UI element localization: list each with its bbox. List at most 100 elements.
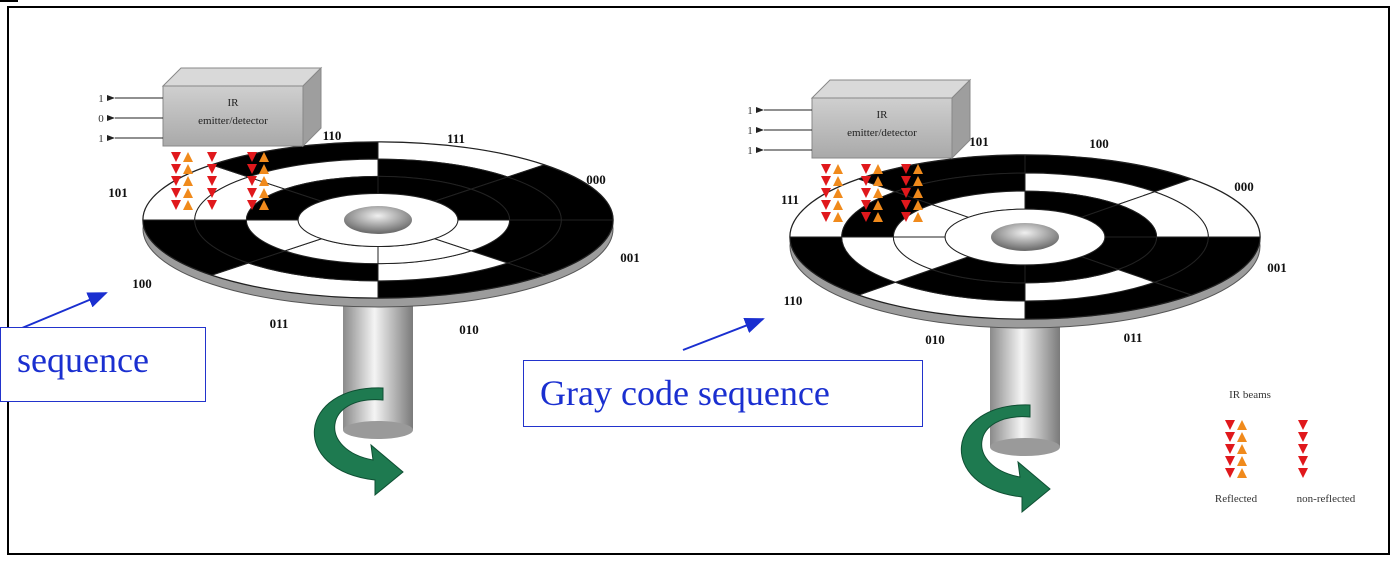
ir-beam-down-icon [821,212,831,222]
position-code-label: 110 [323,128,342,143]
shaft-base [990,438,1060,456]
position-code-label: 101 [108,185,128,200]
ir-beam-down-icon [861,176,871,186]
position-code-label: 110 [784,293,803,308]
corner-mark [0,0,18,2]
ir-beam-up-icon [833,176,843,186]
position-code-label: 111 [781,192,799,207]
ir-beam-down-icon [207,164,217,174]
legend-title: IR beams [1229,389,1271,401]
output-bit: 0 [98,113,104,125]
ir-beam-down-icon [901,164,911,174]
device-label: IR [228,97,240,109]
ir-beam-up-icon [259,188,269,198]
ir-beam-down-icon [171,200,181,210]
ir-beam-down-icon [207,200,217,210]
ir-beam-up-icon [1237,432,1247,442]
ir-beam-down-icon [901,200,911,210]
position-code-label: 100 [132,276,152,291]
ir-beam-down-icon [821,200,831,210]
device-label: IR [877,109,889,121]
ir-beam-up-icon [833,200,843,210]
caption-pointer-arrow [21,292,108,329]
ir-beam-down-icon [171,176,181,186]
ir-beam-up-icon [913,176,923,186]
ir-beam-up-icon [183,176,193,186]
output-bit: 1 [98,133,104,145]
ir-beam-down-icon [247,188,257,198]
ir-beam-down-icon [1225,468,1235,478]
device-box-top [810,79,972,99]
device-box-top [161,67,323,87]
position-code-label: 000 [1234,179,1254,194]
ir-beam-down-icon [1225,420,1235,430]
ir-beam-down-icon [207,188,217,198]
ir-beam-down-icon [1298,420,1308,430]
caption-pointer-arrow [682,318,765,351]
device-sublabel: emitter/detector [847,127,917,139]
gray-code-caption: Gray code sequence [523,360,923,427]
disc-hub [344,206,412,234]
position-code-label: 001 [620,250,640,265]
ir-emitter-detector-box [811,97,953,159]
ir-beam-down-icon [1298,456,1308,466]
output-bit: 1 [747,125,753,137]
device-sublabel: emitter/detector [198,115,268,127]
ir-beam-up-icon [1237,420,1247,430]
ir-beam-up-icon [259,152,269,162]
ir-beam-down-icon [1298,444,1308,454]
position-code-label: 010 [925,332,945,347]
ir-beam-down-icon [247,200,257,210]
ir-emitter-detector-box [162,85,304,147]
ir-beam-up-icon [183,200,193,210]
ir-beam-up-icon [259,164,269,174]
ir-beam-down-icon [247,164,257,174]
binary-sequence-caption: sequence [0,327,206,402]
ir-beam-down-icon [207,176,217,186]
ir-beam-up-icon [183,152,193,162]
position-code-label: 010 [459,322,479,337]
position-code-label: 001 [1267,260,1287,275]
ir-beam-up-icon [913,164,923,174]
legend-non-reflected-label: non-reflected [1297,493,1356,505]
shaft-base [343,421,413,439]
ir-beam-up-icon [913,212,923,222]
output-bit: 1 [747,105,753,117]
legend-reflected-label: Reflected [1215,493,1258,505]
ir-beam-up-icon [1237,468,1247,478]
ir-beam-down-icon [861,212,871,222]
ir-beam-down-icon [1298,432,1308,442]
ir-beam-up-icon [913,200,923,210]
ir-beam-down-icon [247,176,257,186]
ir-beam-down-icon [207,152,217,162]
ir-beam-up-icon [833,188,843,198]
ir-beam-down-icon [171,164,181,174]
ir-beam-down-icon [247,152,257,162]
ir-beam-up-icon [913,188,923,198]
ir-beam-down-icon [861,164,871,174]
ir-beam-up-icon [183,188,193,198]
ir-beam-down-icon [171,152,181,162]
output-bit: 1 [98,93,104,105]
diagram-frame [7,6,1390,555]
position-code-label: 011 [270,316,289,331]
ir-beam-up-icon [873,164,883,174]
ir-beam-down-icon [1225,444,1235,454]
disc-hub [991,223,1059,251]
ir-beam-down-icon [1298,468,1308,478]
ir-beam-down-icon [821,164,831,174]
ir-beam-up-icon [183,164,193,174]
ir-beam-up-icon [873,176,883,186]
ir-beam-down-icon [861,200,871,210]
ir-beam-up-icon [259,200,269,210]
ir-beam-up-icon [833,164,843,174]
position-code-label: 101 [969,134,989,149]
ir-beam-up-icon [1237,444,1247,454]
rotation-arrow-icon [313,387,404,497]
output-bit: 1 [747,145,753,157]
ir-beam-down-icon [171,188,181,198]
